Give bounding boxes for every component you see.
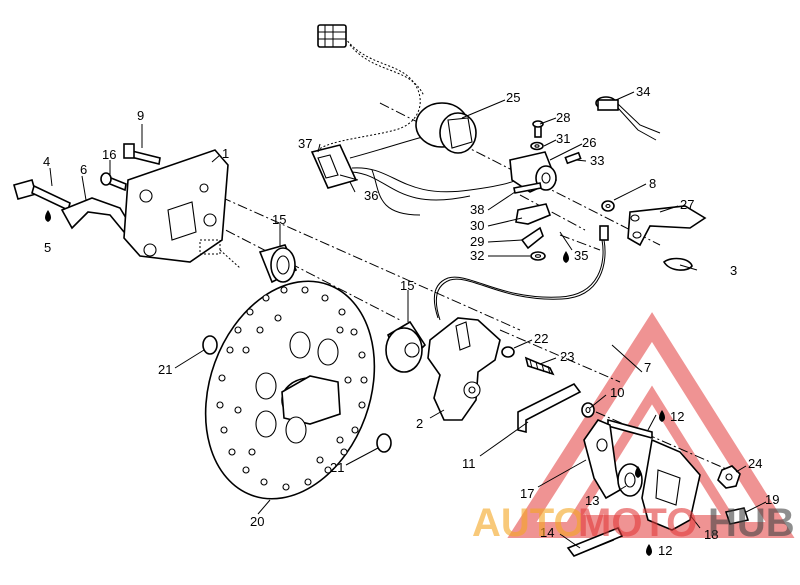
callout-labels: 1 2 3 4 5 6 7 8 9 10 11 12 12 12 13 14 1… (43, 84, 779, 558)
callout-26: 26 (582, 135, 596, 150)
callout-13: 13 (585, 493, 599, 508)
connector-37 (310, 144, 359, 189)
callout-18: 18 (704, 527, 718, 542)
spring-clip-14 (566, 526, 624, 557)
clip-19 (724, 507, 750, 525)
callout-25: 25 (506, 90, 520, 105)
callout-1: 1 (222, 146, 229, 161)
nut-24 (717, 465, 741, 489)
left-bolts (13, 143, 161, 234)
callout-10: 10 (610, 385, 624, 400)
callout-2: 2 (416, 416, 423, 431)
callout-21-right: 21 (330, 460, 344, 475)
callout-33: 33 (590, 153, 604, 168)
callout-22: 22 (534, 331, 548, 346)
callout-7: 7 (644, 360, 651, 375)
brake-cable (433, 239, 606, 321)
watermark-hub: HUB (708, 501, 795, 545)
callout-21-left: 21 (158, 362, 172, 377)
watermark-logo: AUTO MOTO HUB (472, 501, 795, 545)
plate-18 (641, 438, 701, 531)
callout-9: 9 (137, 108, 144, 123)
callout-15-upper: 15 (272, 212, 286, 227)
callout-36: 36 (364, 188, 378, 203)
small-hardware (513, 120, 582, 261)
o-rings-21 (202, 335, 392, 453)
callout-11: 11 (462, 456, 476, 471)
wiring-harness (317, 37, 521, 216)
callout-12b: 12 (658, 543, 672, 558)
lever-mount-26 (509, 151, 558, 193)
brake-disc-20 (204, 280, 376, 500)
callout-4: 4 (43, 154, 50, 169)
washer-10 (581, 402, 653, 440)
callout-19: 19 (765, 492, 779, 507)
callout-37: 37 (298, 136, 312, 151)
callout-5: 5 (44, 240, 51, 255)
grease-drop-icon (45, 210, 665, 556)
leader-lines (49, 91, 767, 549)
callout-23: 23 (560, 349, 574, 364)
callout-34: 34 (636, 84, 650, 99)
callout-14: 14 (540, 525, 554, 540)
watermark-auto: AUTO (472, 501, 585, 545)
callout-27: 27 (680, 197, 694, 212)
callout-28: 28 (556, 110, 570, 125)
caliper-mount-1 (123, 149, 229, 263)
caliper-2 (427, 317, 501, 421)
callout-8: 8 (649, 176, 656, 191)
disc-holes (216, 286, 368, 491)
callout-12a: 12 (670, 409, 684, 424)
callout-6: 6 (80, 162, 87, 177)
callout-24: 24 (748, 456, 762, 471)
bushing-15-upper (258, 244, 298, 284)
callout-17: 17 (520, 486, 534, 501)
bushing-15-lower (385, 320, 427, 373)
nut-22-spring-23 (501, 346, 555, 376)
callout-31: 31 (556, 131, 570, 146)
bracket-11 (517, 382, 582, 434)
callout-29: 29 (470, 234, 484, 249)
callout-30: 30 (470, 218, 484, 233)
watermark-moto: MOTO (578, 501, 697, 545)
callout-15-lower: 15 (400, 278, 414, 293)
stoplight-switch-34 (595, 96, 661, 141)
callout-3: 3 (730, 263, 737, 278)
callout-16: 16 (102, 147, 116, 162)
bolt-assembly-dashed (199, 239, 241, 269)
connector-plug-top (317, 24, 347, 48)
callout-35: 35 (574, 248, 588, 263)
callout-38: 38 (470, 202, 484, 217)
callout-32: 32 (470, 248, 484, 263)
switch-housing-25 (415, 102, 477, 154)
lever-parts-right (599, 200, 707, 271)
callout-20: 20 (250, 514, 264, 529)
